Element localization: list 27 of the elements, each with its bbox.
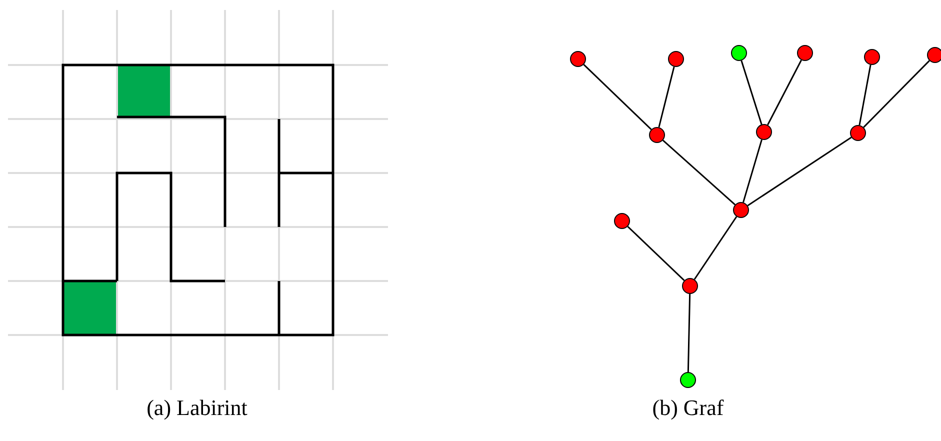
edge-line xyxy=(858,64,872,126)
edge-line xyxy=(583,64,652,130)
graph-node-circle xyxy=(614,213,630,229)
graph-node-circle xyxy=(731,45,747,61)
graph-node-circle xyxy=(682,278,698,294)
graph-node-circle xyxy=(864,49,880,65)
edge-line xyxy=(740,60,762,125)
edge-line xyxy=(687,294,691,372)
edge-line xyxy=(863,60,930,128)
edge-line xyxy=(658,66,675,128)
graph-node-circle xyxy=(649,127,665,143)
graph-node-circle xyxy=(797,45,813,61)
graph-node-circle xyxy=(668,51,684,67)
graph-node-circle xyxy=(733,202,749,218)
edge-line xyxy=(742,139,762,203)
figure-caption: (a) Labirint xyxy=(146,395,248,421)
edge-line xyxy=(767,60,802,126)
edge-line xyxy=(627,226,685,282)
graph-node-circle xyxy=(680,372,696,388)
edge-line xyxy=(694,216,738,280)
graph-node-circle xyxy=(850,125,866,141)
figure-caption: (b) Graf xyxy=(652,395,724,421)
edge-line xyxy=(747,136,852,206)
graph-node-circle xyxy=(570,51,586,67)
edge-line xyxy=(662,140,736,206)
graph-node-circle xyxy=(756,124,772,140)
graph-node-circle xyxy=(927,47,941,63)
